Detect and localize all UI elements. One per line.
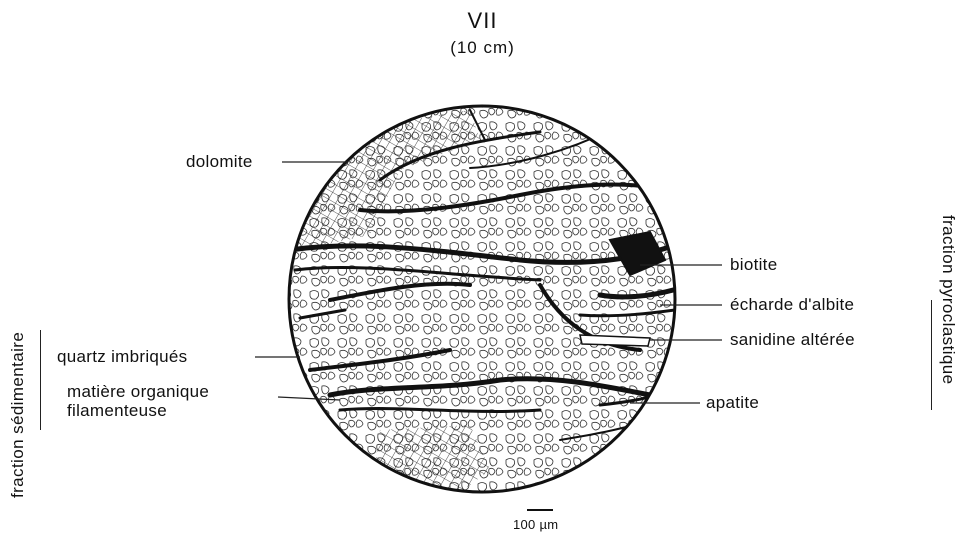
label-biotite: biotite (730, 255, 777, 275)
label-dolomite: dolomite (186, 152, 253, 172)
scale-bar-label: 100 µm (513, 515, 558, 535)
figure-title: VII (0, 8, 965, 34)
figure-subtitle: (10 cm) (0, 38, 965, 58)
label-organic-line1: matière organique (67, 382, 209, 402)
label-organic-line2: filamenteuse (67, 401, 167, 421)
side-bar-right (931, 300, 932, 410)
label-quartz: quartz imbriqués (57, 347, 187, 367)
label-albite: écharde d'albite (730, 295, 854, 315)
side-bar-left (40, 330, 41, 430)
microscope-field (280, 100, 690, 500)
side-label-pyroclastic: fraction pyroclastique (938, 215, 958, 384)
label-sanidine: sanidine altérée (730, 330, 855, 350)
label-apatite: apatite (706, 393, 759, 413)
side-label-sedimentary: fraction sédimentaire (8, 332, 28, 498)
